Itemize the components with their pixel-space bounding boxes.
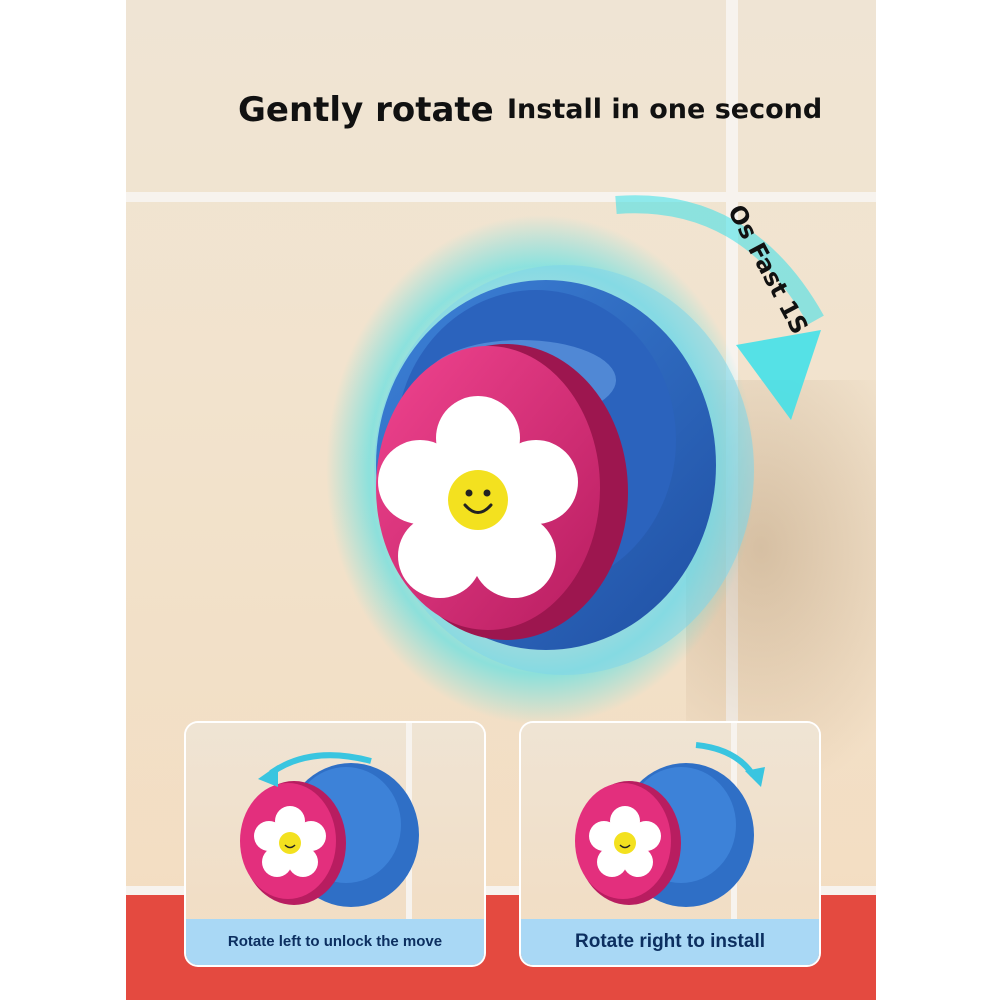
tile-grout-line	[126, 192, 876, 202]
smiley-face-icon	[448, 470, 508, 530]
rotate-right-illustration	[575, 723, 765, 923]
headline-install-one-second: Install in one second	[507, 94, 823, 125]
flower-icon	[378, 396, 578, 598]
smiley-face-icon	[279, 832, 301, 854]
panel-rotate-right: Rotate right to install	[521, 723, 819, 965]
panel-rotate-left: Rotate left to unlock the move	[186, 723, 484, 965]
rotation-arrow-head	[736, 330, 821, 420]
tile-grout-line	[126, 886, 876, 896]
panel-caption-rotate-right: Rotate right to install	[521, 919, 819, 965]
rotate-left-illustration	[240, 723, 419, 923]
panel-caption-rotate-left: Rotate left to unlock the move	[186, 919, 484, 965]
rotate-left-arrow-icon	[269, 752, 372, 776]
headline-gently-rotate: Gently rotate	[238, 90, 494, 130]
flower-icon	[254, 806, 326, 877]
rotation-arrow-trail	[615, 195, 824, 325]
product-photo	[126, 0, 876, 1000]
suction-hook-illustration	[326, 195, 824, 725]
flower-icon	[589, 806, 661, 877]
smiley-face-icon	[614, 832, 636, 854]
